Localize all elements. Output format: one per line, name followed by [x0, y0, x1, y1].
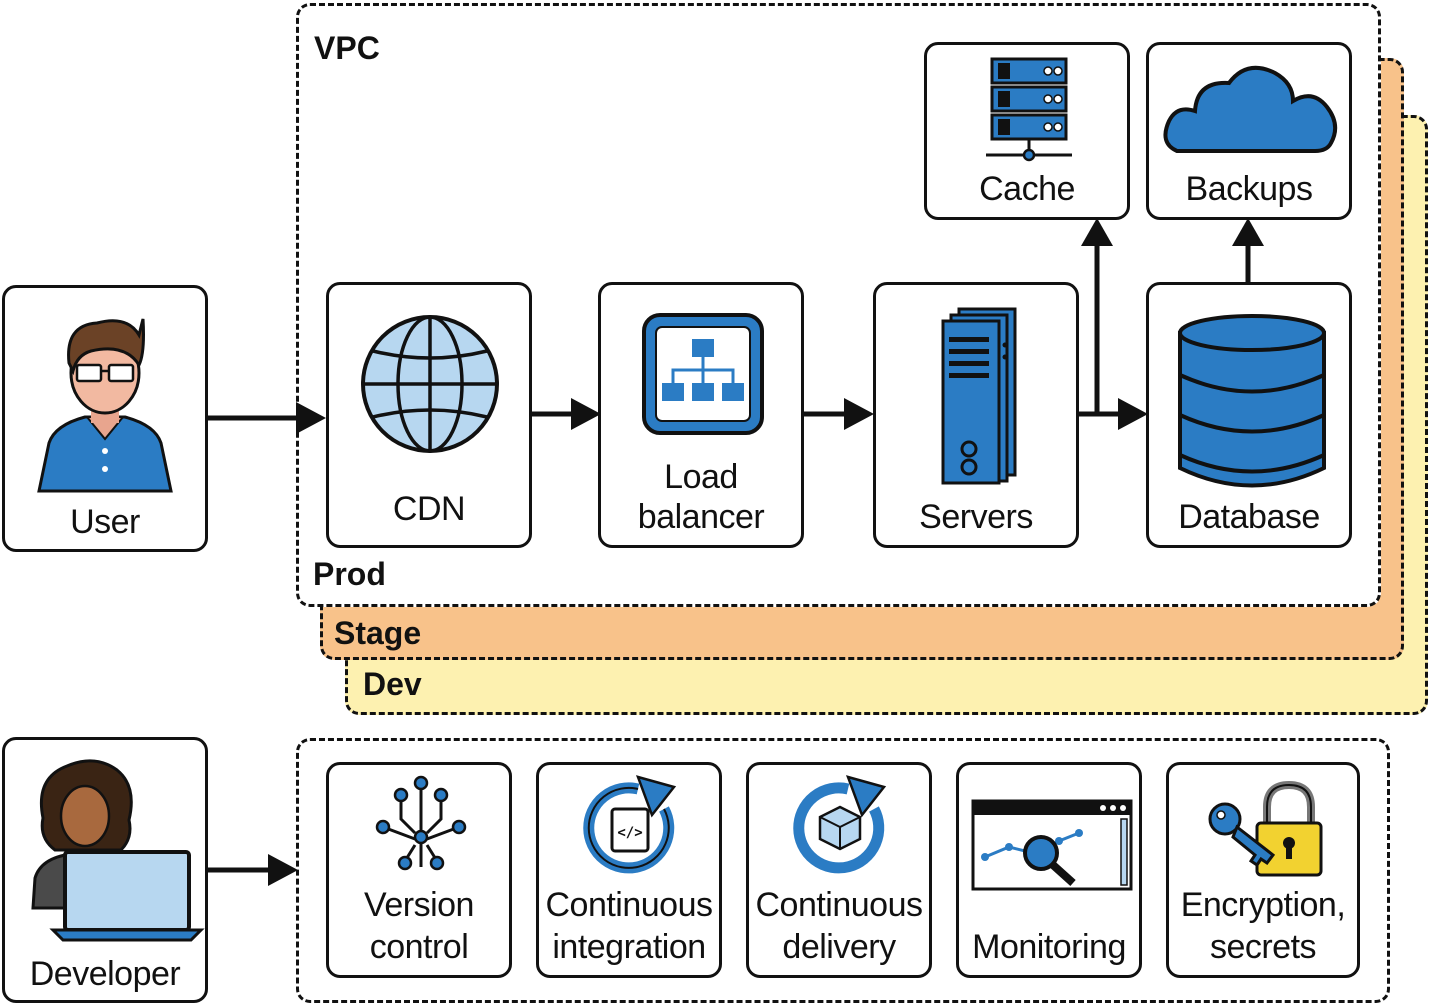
load-balancer-label-line1: Load [664, 458, 738, 496]
prod-title: Prod [313, 556, 386, 592]
database-node[interactable]: Database [1146, 282, 1352, 548]
backups-node[interactable]: Backups [1146, 42, 1352, 220]
tool-continuous-integration-line1: Continuous [545, 886, 713, 924]
tool-continuous-integration-line2: integration [552, 928, 706, 966]
tool-version-control[interactable]: Version control [326, 762, 512, 978]
branch-icon [375, 775, 467, 871]
servers-node[interactable]: Servers [873, 282, 1079, 548]
load-balancer-icon [642, 313, 764, 435]
cloud-icon [1163, 65, 1338, 153]
backups-label: Backups [1185, 170, 1313, 208]
cdn-node[interactable]: CDN [326, 282, 532, 548]
code-cycle-icon: </> [583, 775, 677, 874]
tool-continuous-delivery-line1: Continuous [755, 886, 923, 924]
developer-icon [31, 759, 205, 942]
cdn-label: CDN [392, 490, 466, 528]
tool-encryption-line1: Encryption, [1180, 886, 1346, 924]
servers-label: Servers [919, 498, 1033, 536]
tool-monitoring[interactable]: Monitoring [956, 762, 1142, 978]
package-cycle-icon [793, 775, 887, 874]
developer-node[interactable]: Developer [2, 737, 208, 1003]
tool-continuous-delivery[interactable]: Continuous delivery [746, 762, 932, 978]
tool-encryption-secrets[interactable]: Encryption, secrets [1166, 762, 1360, 978]
tool-continuous-integration[interactable]: </> Continuous integration [536, 762, 722, 978]
load-balancer-node[interactable]: Load balancer [598, 282, 804, 548]
tool-monitoring-line2: Monitoring [972, 928, 1126, 966]
monitoring-icon [971, 799, 1133, 891]
database-label: Database [1178, 498, 1320, 536]
globe-icon [361, 315, 499, 453]
user-icon [37, 318, 173, 493]
server-icon [941, 307, 1017, 485]
svg-text:</>: </> [617, 825, 642, 841]
tooling-container [296, 738, 1390, 1003]
tool-version-control-line2: control [369, 928, 469, 966]
developer-label: Developer [29, 955, 181, 993]
vpc-title: VPC [314, 30, 380, 66]
key-lock-icon [1208, 780, 1323, 877]
user-label: User [70, 503, 140, 541]
tool-version-control-line1: Version [364, 886, 474, 924]
dev-title: Dev [363, 666, 422, 702]
cache-node[interactable]: Cache [924, 42, 1130, 220]
stage-title: Stage [334, 615, 422, 651]
load-balancer-label-line2: balancer [637, 498, 765, 536]
database-icon [1178, 314, 1326, 488]
user-node[interactable]: User [2, 285, 208, 552]
tool-encryption-line2: secrets [1209, 928, 1317, 966]
cache-label: Cache [979, 170, 1075, 208]
tool-continuous-delivery-line2: delivery [782, 928, 896, 966]
server-rack-icon [986, 57, 1072, 162]
